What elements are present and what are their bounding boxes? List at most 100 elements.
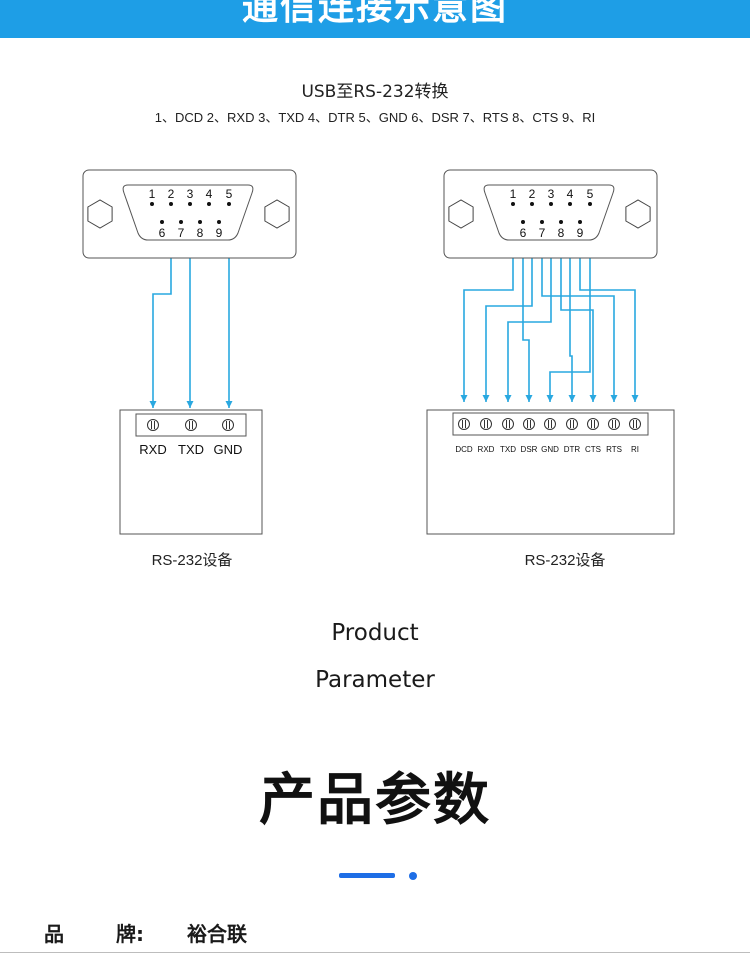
- left-pin-label: 8: [197, 226, 204, 240]
- right-pin-label: 5: [587, 187, 594, 201]
- left-pin-label: 7: [178, 226, 185, 240]
- right-pin-dot: [549, 202, 553, 206]
- right-db9-face: [483, 184, 615, 241]
- left-db9-face: [122, 184, 254, 241]
- left-pin-dot: [217, 220, 221, 224]
- param-value: 裕合联: [187, 922, 247, 946]
- right-terminal-screw: [544, 418, 556, 430]
- banner-title: 通信连接示意图: [241, 0, 508, 28]
- left-wire-gnd-arrow: [225, 401, 233, 408]
- right-wire-txd-arrow: [504, 395, 512, 402]
- right-hex-screw-left: [448, 199, 474, 229]
- diagram-title: USB至RS-232转换: [301, 82, 449, 102]
- left-pin-label: 4: [206, 187, 213, 201]
- right-terminal-label: TXD: [500, 445, 516, 454]
- right-pin-label: 4: [567, 187, 574, 201]
- right-device-caption: RS-232设备: [525, 552, 606, 569]
- right-terminal-label: CTS: [585, 445, 601, 454]
- right-terminal-screw: [502, 418, 514, 430]
- left-pin-label: 1: [149, 187, 156, 201]
- right-pin-dot: [540, 220, 544, 224]
- left-terminal-label: RXD: [139, 442, 166, 457]
- right-terminal-label: RXD: [478, 445, 495, 454]
- right-wire-cts: [560, 228, 594, 402]
- left-pin-label: 2: [168, 187, 175, 201]
- section-subtitle-product: Product: [331, 620, 419, 646]
- right-pin-dot: [521, 220, 525, 224]
- right-wire-ri-arrow: [631, 395, 639, 402]
- pin-legend: 1、DCD 2、RXD 3、TXD 4、DTR 5、GND 6、DSR 7、RT…: [154, 110, 596, 125]
- right-terminal-screw: [566, 418, 578, 430]
- right-wire-txd: [507, 210, 552, 402]
- left-device-caption: RS-232设备: [152, 552, 233, 569]
- right-terminal-label: DSR: [521, 445, 538, 454]
- right-wire-rts: [541, 228, 615, 402]
- left-pin-dot: [227, 202, 231, 206]
- right-pin-dot: [568, 202, 572, 206]
- right-terminal-screw: [629, 418, 641, 430]
- left-terminal-label: GND: [214, 442, 243, 457]
- right-pin-label: 2: [529, 187, 536, 201]
- right-pin-dot: [588, 202, 592, 206]
- right-wire-gnd-arrow: [546, 395, 554, 402]
- header-banner: 通信连接示意图: [0, 0, 750, 38]
- right-terminal-screw: [480, 418, 492, 430]
- right-pin-dot: [578, 220, 582, 224]
- right-pin-label: 9: [577, 226, 584, 240]
- right-wire-dsr: [522, 228, 530, 402]
- right-terminal-screw: [587, 418, 599, 430]
- left-terminal-label: TXD: [178, 442, 204, 457]
- left-pin-dot: [179, 220, 183, 224]
- left-hex-screw-left: [87, 199, 113, 229]
- left-pin-label: 5: [226, 187, 233, 201]
- right-wire-dtr: [569, 210, 573, 402]
- section-title: 产品参数: [259, 768, 491, 833]
- divider: [0, 952, 750, 953]
- right-terminal-label: DTR: [564, 445, 581, 454]
- right-wire-ri: [579, 228, 636, 402]
- right-pin-label: 1: [510, 187, 517, 201]
- accent-bar: [339, 873, 395, 878]
- right-pin-label: 7: [539, 226, 546, 240]
- right-pin-label: 8: [558, 226, 565, 240]
- right-terminal-screw: [608, 418, 620, 430]
- left-hex-screw-right: [264, 199, 290, 229]
- right-terminal-label: RTS: [606, 445, 622, 454]
- left-pin-dot: [207, 202, 211, 206]
- left-terminal-screw: [222, 419, 234, 431]
- right-wire-rxd-arrow: [482, 395, 490, 402]
- left-terminal-screw: [185, 419, 197, 431]
- left-terminal-screw: [147, 419, 159, 431]
- right-wire-rts-arrow: [610, 395, 618, 402]
- right-pin-dot: [530, 202, 534, 206]
- right-terminal-label: RI: [631, 445, 639, 454]
- accent-dot: [409, 872, 417, 880]
- right-pin-dot: [511, 202, 515, 206]
- param-label-part2: 牌:: [116, 922, 144, 946]
- right-pin-label: 6: [520, 226, 527, 240]
- param-label: 品 牌:: [44, 918, 144, 947]
- left-pin-dot: [198, 220, 202, 224]
- left-pin-dot: [150, 202, 154, 206]
- right-terminal-label: GND: [541, 445, 559, 454]
- right-hex-screw-right: [625, 199, 651, 229]
- param-label-part1: 品: [44, 922, 64, 946]
- right-wire-gnd: [549, 210, 591, 402]
- left-wire-txd-arrow: [186, 401, 194, 408]
- right-wire-dcd-arrow: [460, 395, 468, 402]
- left-pin-dot: [160, 220, 164, 224]
- left-pin-label: 9: [216, 226, 223, 240]
- param-row-brand: 品 牌: 裕合联: [0, 910, 750, 954]
- right-pin-label: 3: [548, 187, 555, 201]
- left-pin-label: 6: [159, 226, 166, 240]
- right-terminal-label: DCD: [455, 445, 473, 454]
- right-pin-dot: [559, 220, 563, 224]
- right-wire-cts-arrow: [589, 395, 597, 402]
- left-pin-dot: [169, 202, 173, 206]
- right-wire-dsr-arrow: [525, 395, 533, 402]
- section-subtitle-parameter: Parameter: [315, 667, 435, 693]
- right-wire-dtr-arrow: [568, 395, 576, 402]
- left-wire-rxd-arrow: [149, 401, 157, 408]
